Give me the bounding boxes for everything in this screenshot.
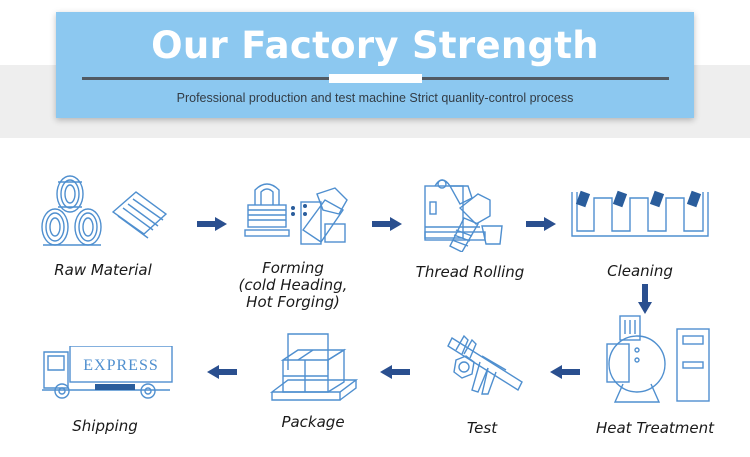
wire-coils-icon [41, 175, 168, 246]
step-thread-rolling: Thread Rolling [416, 172, 524, 281]
arrow-down-icon [638, 284, 652, 318]
page-title: Our Factory Strength [151, 24, 599, 67]
cleaning-tank-icon [571, 190, 709, 237]
arrow-right-icon [526, 216, 556, 235]
step-raw-material: Raw Material [38, 172, 168, 279]
truck-icon: EXPRESS [42, 346, 173, 399]
header-banner: Our Factory Strength Professional produc… [56, 12, 694, 118]
step-heat-treatment: Heat Treatment [596, 314, 715, 437]
step-label-line: (cold Heading, [238, 276, 348, 294]
arrow-right-icon [197, 216, 227, 235]
arrow-right-icon [372, 216, 402, 235]
step-label: Shipping [72, 417, 138, 435]
arrow-left-icon [550, 364, 580, 383]
divider-accent [329, 74, 422, 83]
step-label-line: Hot Forging) [246, 293, 340, 311]
thread-rolling-machine-icon [424, 179, 503, 252]
step-test: Test [442, 332, 527, 437]
arrow-left-icon [207, 364, 237, 383]
step-cleaning: Cleaning [570, 186, 710, 280]
step-label: Cleaning [607, 262, 673, 280]
page-subtitle: Professional production and test machine… [176, 91, 574, 105]
step-shipping: EXPRESS Shipping [40, 346, 175, 435]
cold-heading-machine-icon [244, 183, 348, 245]
step-forming: Forming (cold Heading, Hot Forging) [239, 180, 348, 311]
step-label: Package [281, 413, 345, 431]
step-label: Test [466, 419, 498, 437]
pallet-boxes-icon [269, 333, 358, 401]
furnace-icon [606, 315, 710, 403]
truck-express-text: EXPRESS [83, 357, 158, 374]
step-label: Heat Treatment [595, 419, 715, 437]
step-label: Thread Rolling [415, 263, 525, 281]
caliper-icon [447, 334, 523, 395]
step-package: Package [268, 330, 358, 431]
step-label-line: Forming [262, 259, 324, 277]
step-label: Raw Material [54, 261, 152, 279]
arrow-left-icon [380, 364, 410, 383]
